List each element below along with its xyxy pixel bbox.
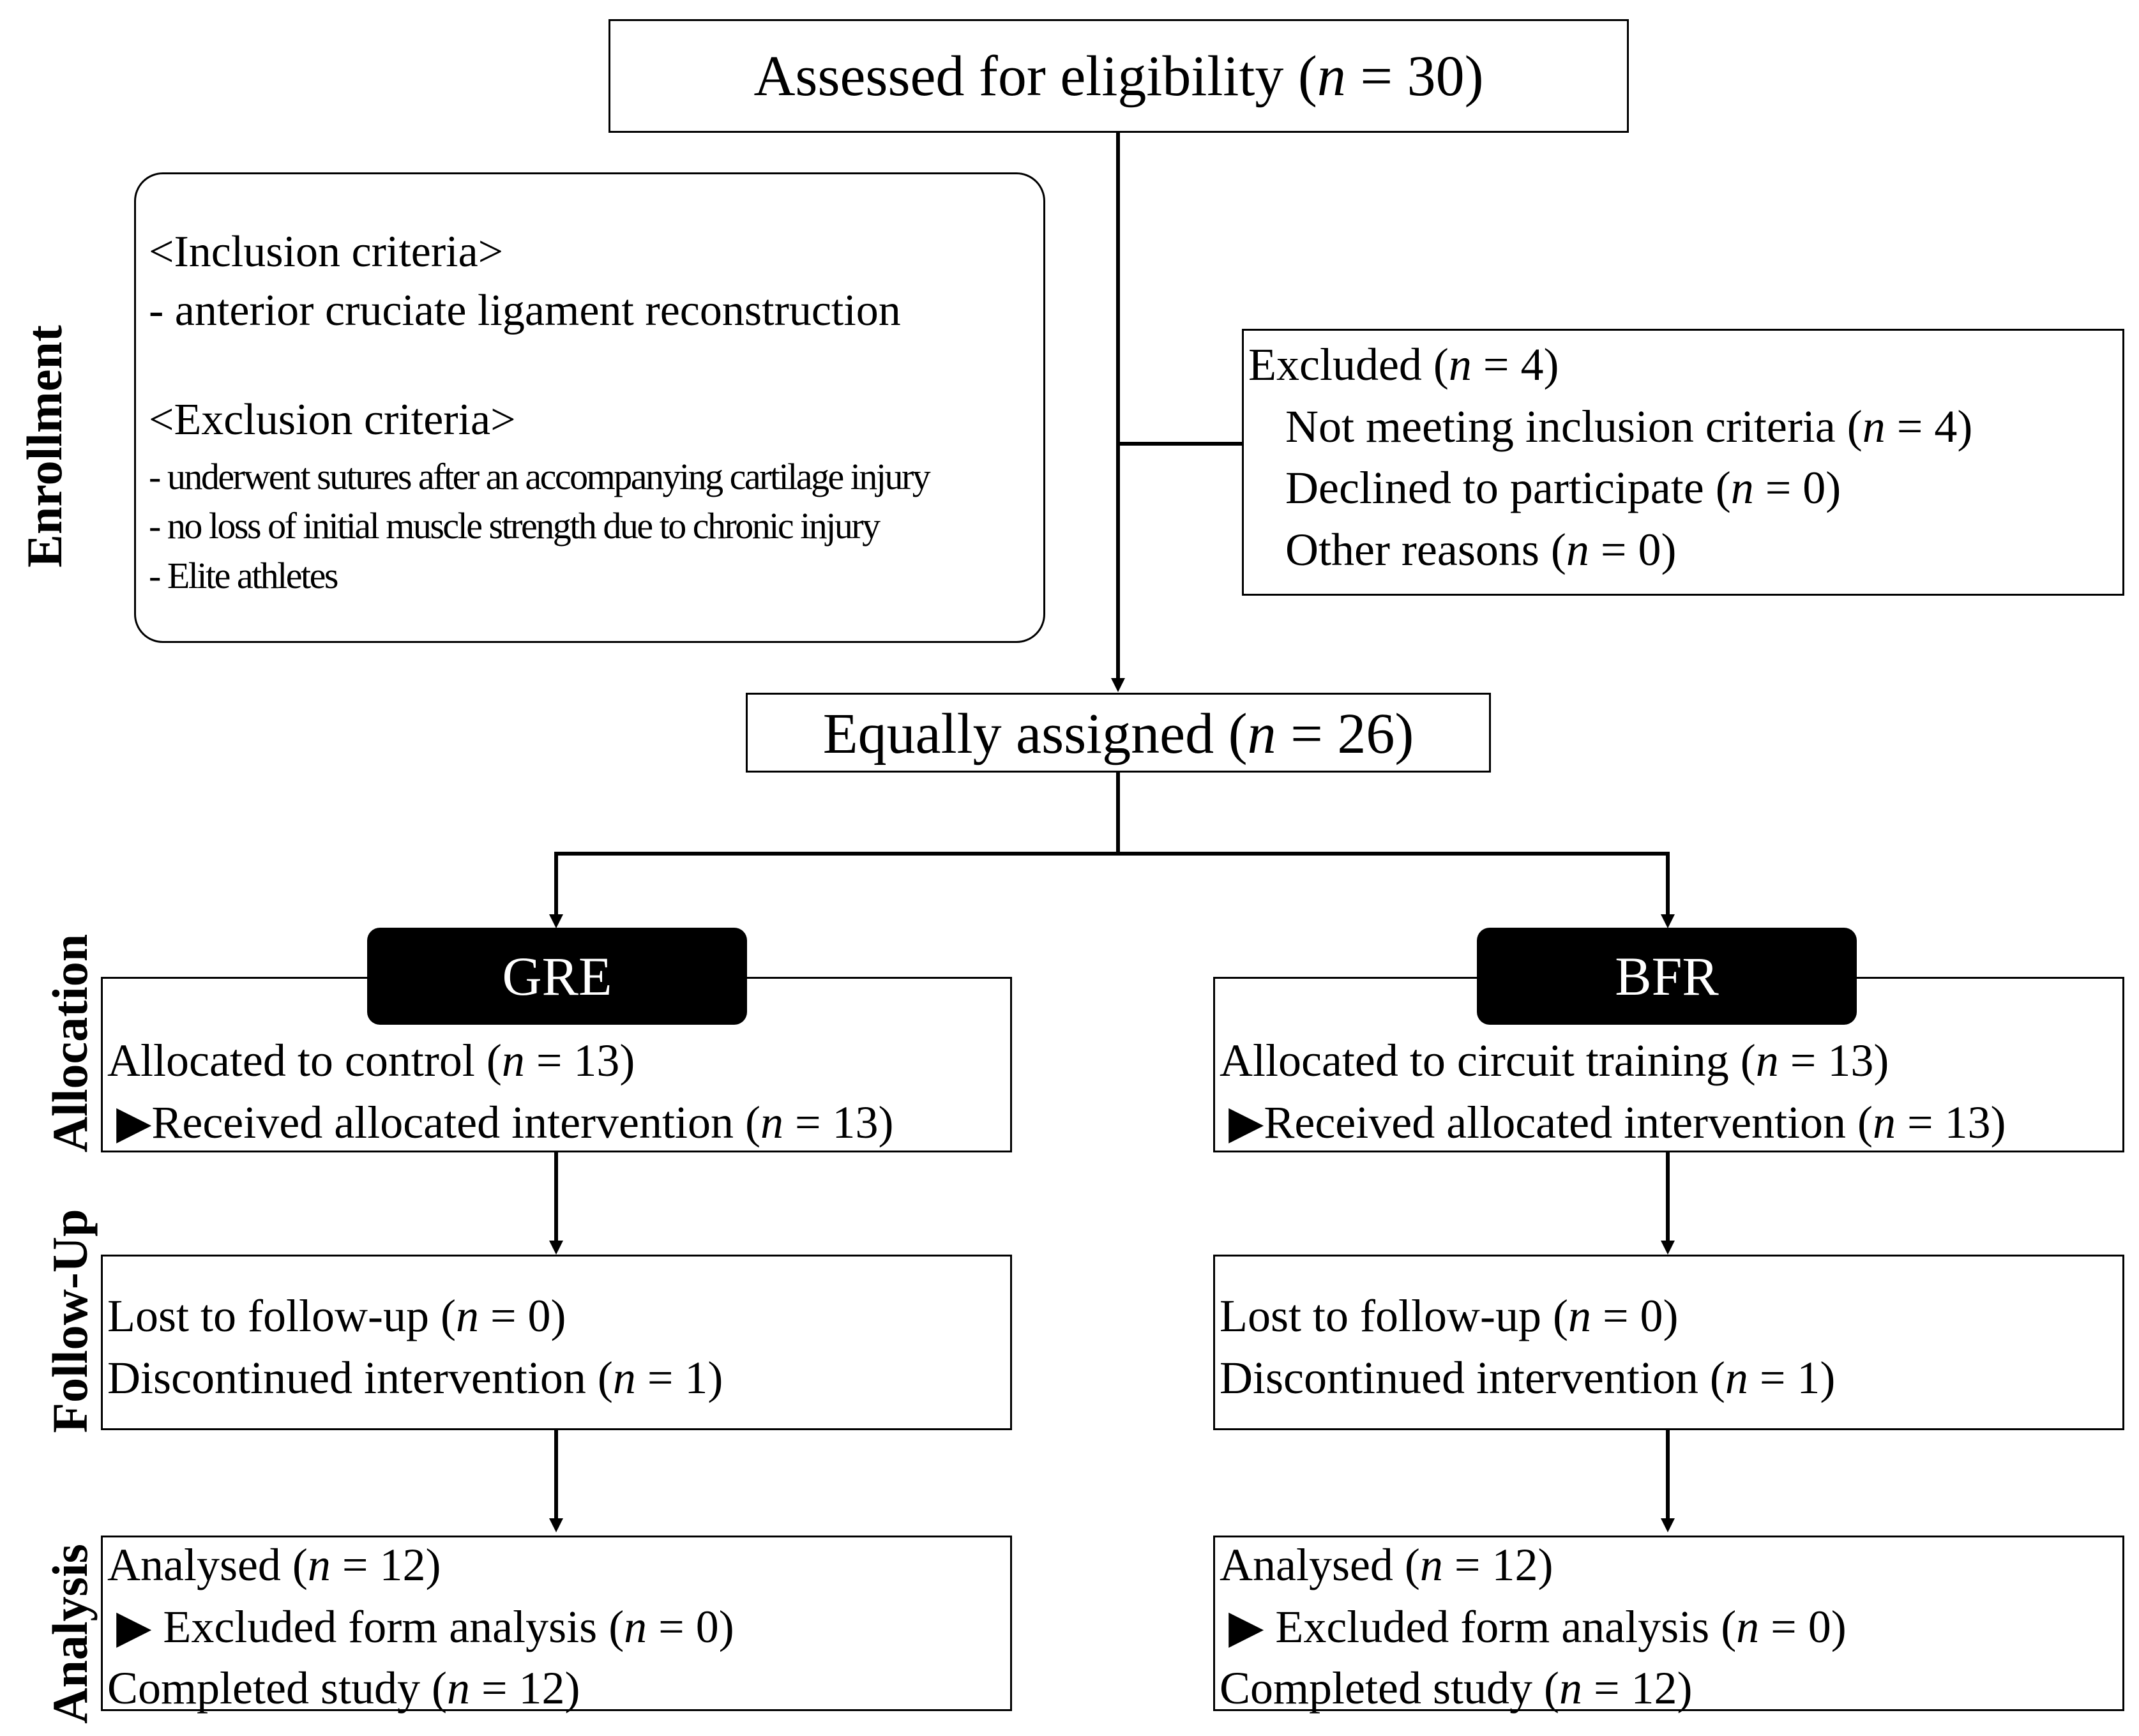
bfr-allocation-line: ▶Received allocated intervention (n = 13…: [1228, 1097, 2006, 1148]
gre-connector-followup-analysis: [554, 1430, 558, 1526]
excluded-title: Excluded (n = 4): [1248, 339, 1559, 390]
assigned-box: [746, 693, 1491, 773]
gre-analysis-box: [101, 1536, 1012, 1711]
excluded-reason: Not meeting inclusion criteria (n = 4): [1285, 401, 1973, 452]
stage-label-allocation: Allocation: [42, 933, 98, 1153]
excluded-reason: Other reasons (n = 0): [1285, 524, 1677, 575]
gre-followup-line: Lost to follow-up (n = 0): [107, 1290, 566, 1341]
excluded-box: [1242, 329, 2124, 596]
bfr-followup-line: Discontinued intervention (n = 1): [1220, 1352, 1836, 1403]
exclusion-header: <Exclusion criteria>: [149, 395, 516, 444]
bfr-analysis-line: ▶ Excluded form analysis (n = 0): [1228, 1601, 1847, 1652]
arrow-to-gre: [549, 914, 563, 928]
gre-allocation-line: Allocated to control (n = 13): [107, 1035, 635, 1086]
assessed-text: Assessed for eligibility (n = 30): [753, 45, 1484, 108]
exclusion-item: - underwent sutures after an accompanyin…: [149, 456, 931, 497]
stage-label-follow-up: Follow-Up: [42, 1209, 98, 1433]
bfr-followup-line: Lost to follow-up (n = 0): [1220, 1290, 1679, 1341]
bfr-group-label: BFR: [1477, 928, 1857, 1025]
excluded-reason: Declined to participate (n = 0): [1285, 462, 1841, 513]
gre-analysis-line: Analysed (n = 12): [107, 1539, 441, 1590]
gre-followup-line: Discontinued intervention (n = 1): [107, 1352, 723, 1403]
connector-main-vertical: [1116, 133, 1120, 682]
connector-to-bfr: [1666, 852, 1670, 922]
exclusion-item: - no loss of initial muscle strength due…: [149, 505, 881, 547]
inclusion-header: <Inclusion criteria>: [149, 227, 504, 276]
bfr-analysis-line: Analysed (n = 12): [1220, 1539, 1553, 1590]
exclusion-item: - Elite athletes: [149, 555, 338, 596]
gre-followup-box: [101, 1255, 1012, 1430]
connector-split-vertical: [1116, 773, 1120, 856]
bfr-followup-box: [1213, 1255, 2124, 1430]
bfr-arrow-to-followup: [1661, 1241, 1675, 1255]
arrow-to-bfr: [1661, 914, 1675, 928]
arrow-to-assigned: [1111, 678, 1125, 692]
gre-allocation-line: ▶Received allocated intervention (n = 13…: [116, 1097, 894, 1148]
bfr-analysis-box: [1213, 1536, 2124, 1711]
assessed-box: [608, 19, 1629, 133]
connector-to-gre: [554, 852, 558, 922]
gre-group-label: GRE: [367, 928, 747, 1025]
gre-connector-allocation-followup: [554, 1152, 558, 1248]
connector-split-horizontal: [554, 852, 1670, 856]
criteria-box: [134, 172, 1045, 643]
gre-analysis-line: Completed study (n = 12): [107, 1663, 580, 1714]
gre-arrow-to-analysis: [549, 1518, 563, 1532]
gre-arrow-to-followup: [549, 1241, 563, 1255]
bfr-allocation-line: Allocated to circuit training (n = 13): [1220, 1035, 1889, 1086]
connector-to-excluded: [1116, 442, 1242, 446]
bfr-analysis-line: Completed study (n = 12): [1220, 1663, 1693, 1714]
bfr-connector-followup-analysis: [1666, 1430, 1670, 1526]
stage-label-enrollment: Enrollment: [17, 325, 72, 568]
gre-analysis-line: ▶ Excluded form analysis (n = 0): [116, 1601, 734, 1652]
bfr-arrow-to-analysis: [1661, 1518, 1675, 1532]
bfr-connector-allocation-followup: [1666, 1152, 1670, 1248]
inclusion-item: - anterior cruciate ligament reconstruct…: [149, 286, 901, 335]
stage-label-analysis: Analysis: [42, 1544, 98, 1724]
assigned-text: Equally assigned (n = 26): [822, 702, 1414, 766]
